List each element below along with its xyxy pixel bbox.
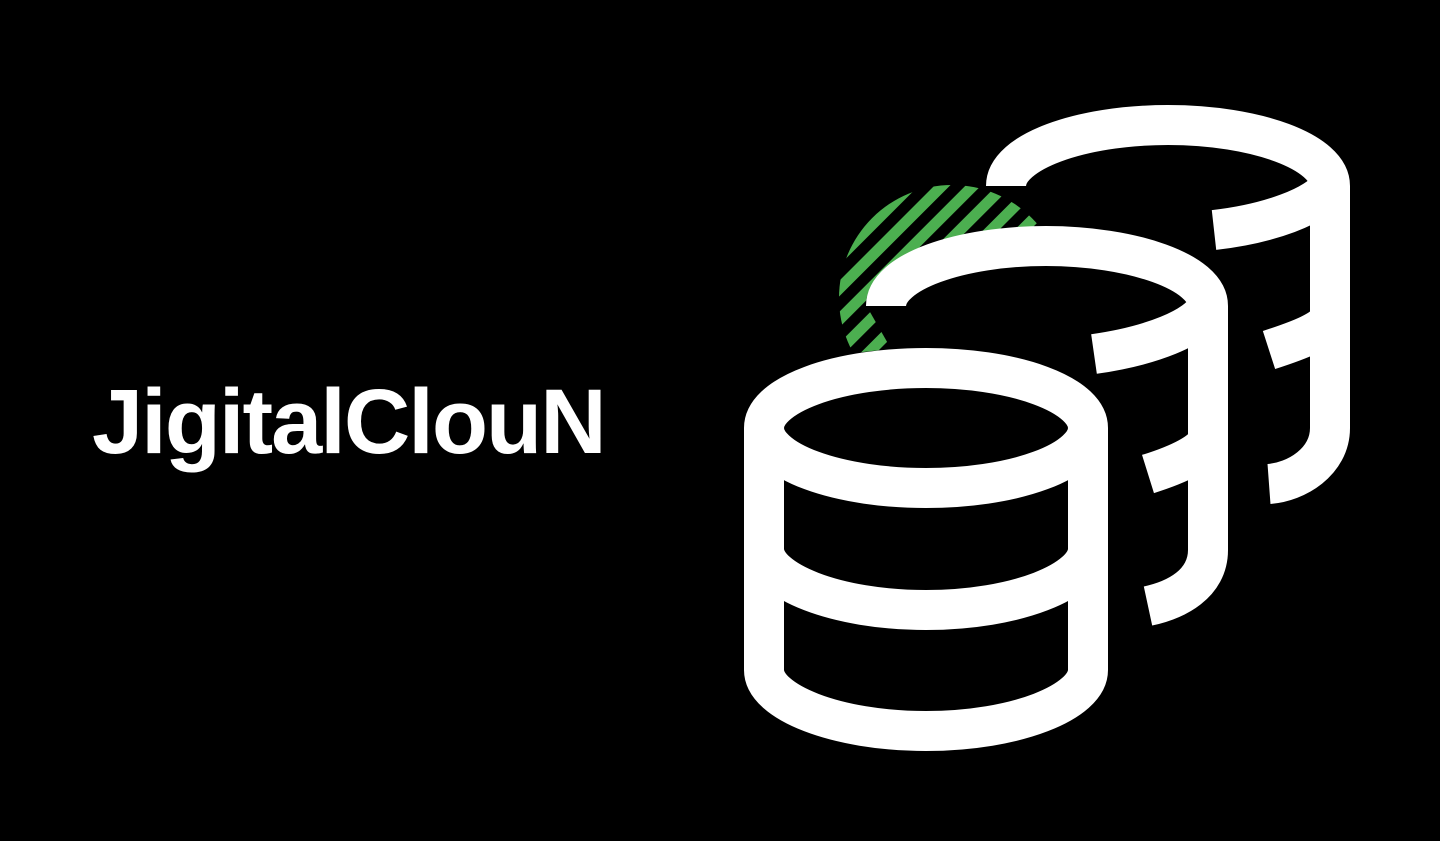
middle-database-cylinder	[866, 226, 1228, 626]
front-database-cylinder	[744, 348, 1108, 751]
back-database-cylinder	[986, 105, 1350, 504]
brand-wordmark: JigitalClouN	[92, 371, 607, 473]
